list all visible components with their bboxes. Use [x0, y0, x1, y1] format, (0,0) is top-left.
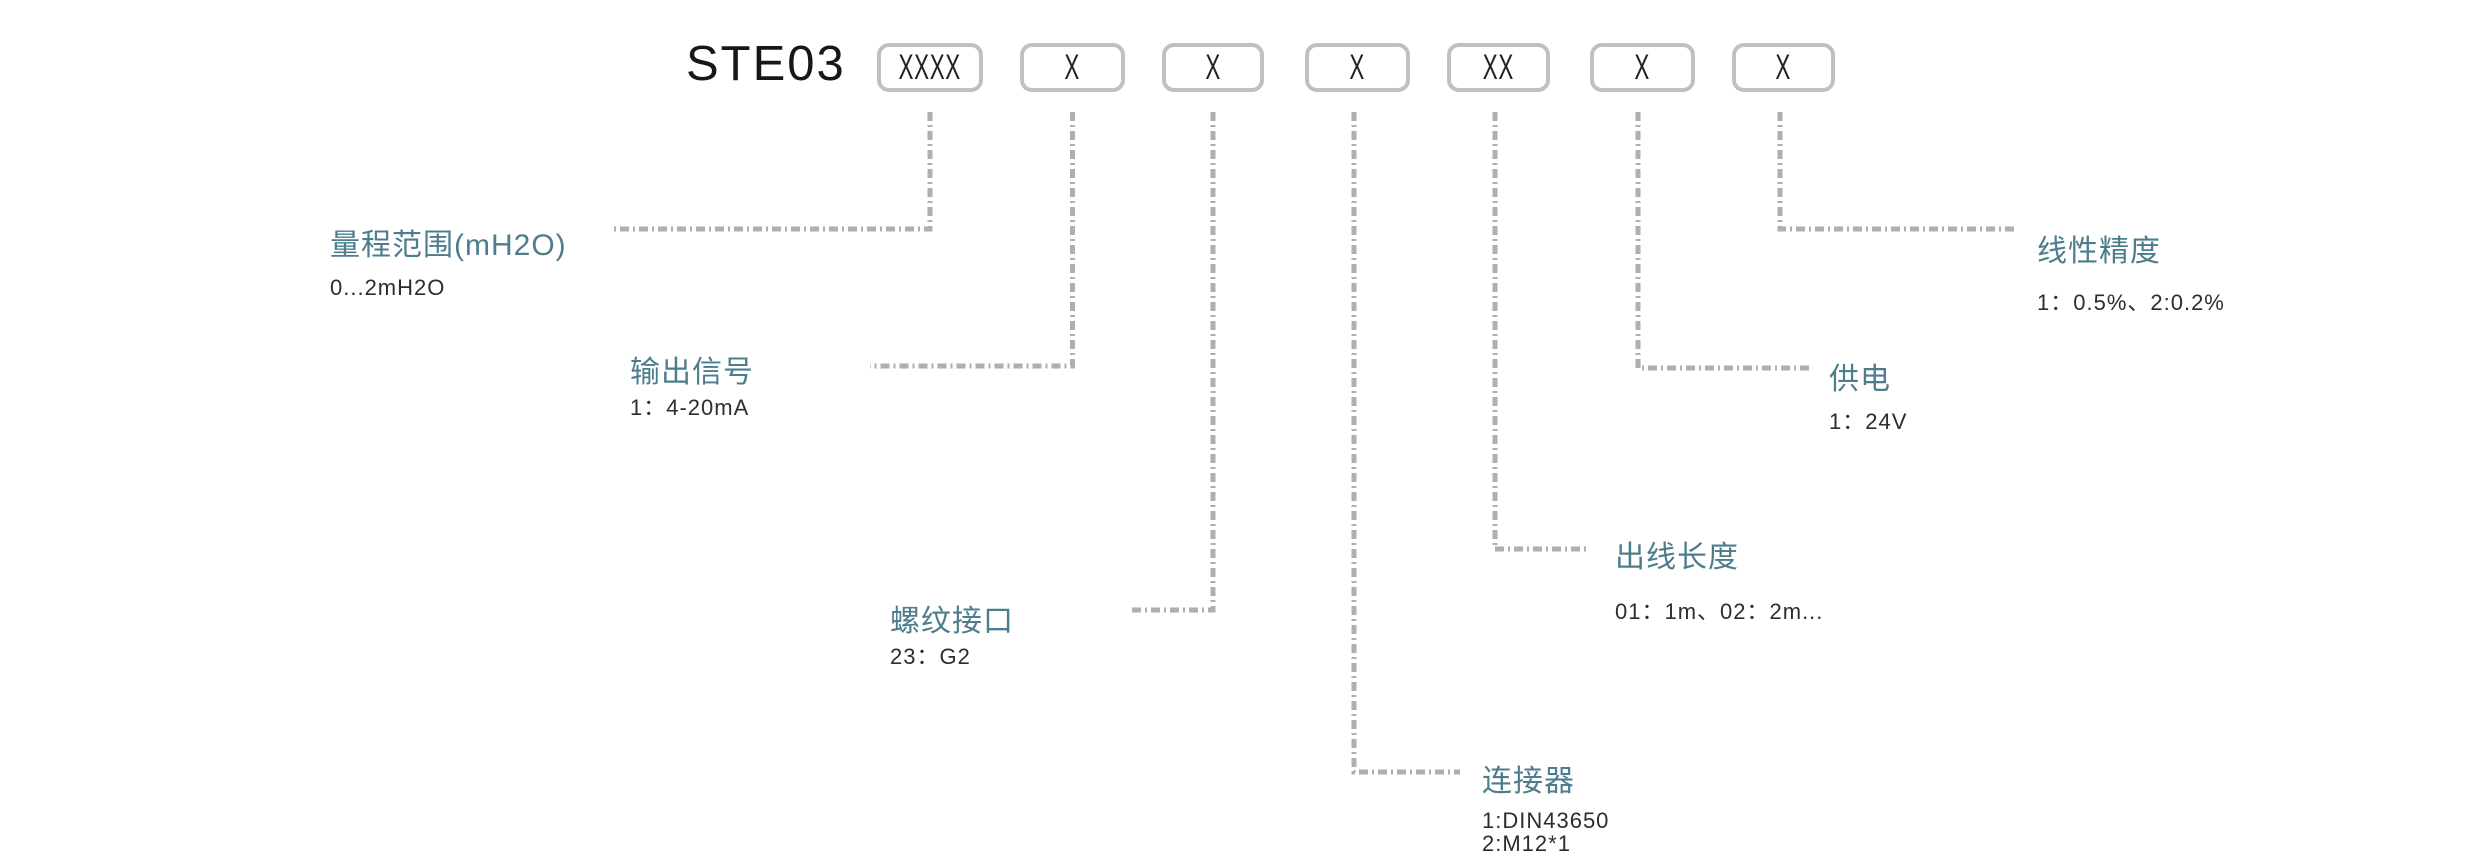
connector-range: [614, 112, 933, 232]
connector-thread: [1128, 112, 1216, 613]
connector-power: [1635, 112, 1809, 371]
field-label-power: 供电: [1829, 363, 1891, 396]
field-label-cable: 出线长度: [1615, 541, 1739, 574]
field-value-connector-2: 2:M12*1: [1482, 831, 1571, 856]
field-label-output: 输出信号: [630, 356, 754, 389]
connector-linearity: [1777, 112, 2016, 232]
code-box-output-text: X: [1064, 47, 1081, 87]
field-label-range: 量程范围(mH2O): [330, 229, 567, 262]
code-box-cable-text: XX: [1482, 47, 1515, 87]
code-box-power-text: X: [1634, 47, 1651, 87]
code-box-cable: XX: [1447, 43, 1550, 92]
field-label-thread: 螺纹接口: [890, 605, 1014, 638]
field-value-linearity: 1：0.5%、2:0.2%: [2037, 290, 2225, 315]
code-box-thread: X: [1162, 43, 1264, 92]
field-label-connector: 连接器: [1482, 765, 1575, 798]
code-box-linearity: X: [1732, 43, 1835, 92]
code-box-linearity-text: X: [1775, 47, 1792, 87]
code-box-connector-text: X: [1349, 47, 1366, 87]
code-box-range-text: XXXX: [898, 47, 962, 87]
connector-output: [870, 112, 1075, 369]
code-box-power: X: [1590, 43, 1695, 92]
model-title: STE03: [686, 37, 846, 91]
code-box-output: X: [1020, 43, 1125, 92]
field-value-thread: 23：G2: [890, 644, 971, 669]
connector-cable: [1492, 112, 1586, 552]
field-value-cable: 01：1m、02：2m...: [1615, 599, 1824, 624]
connector-connector: [1351, 112, 1460, 775]
field-value-connector-1: 1:DIN43650: [1482, 808, 1610, 833]
field-value-power: 1：24V: [1829, 409, 1908, 434]
code-box-range: XXXX: [877, 43, 983, 92]
code-box-thread-text: X: [1205, 47, 1221, 87]
field-label-linearity: 线性精度: [2037, 235, 2161, 268]
field-value-range: 0...2mH2O: [330, 275, 446, 300]
field-value-output: 1：4-20mA: [630, 395, 750, 420]
code-box-connector: X: [1305, 43, 1410, 92]
